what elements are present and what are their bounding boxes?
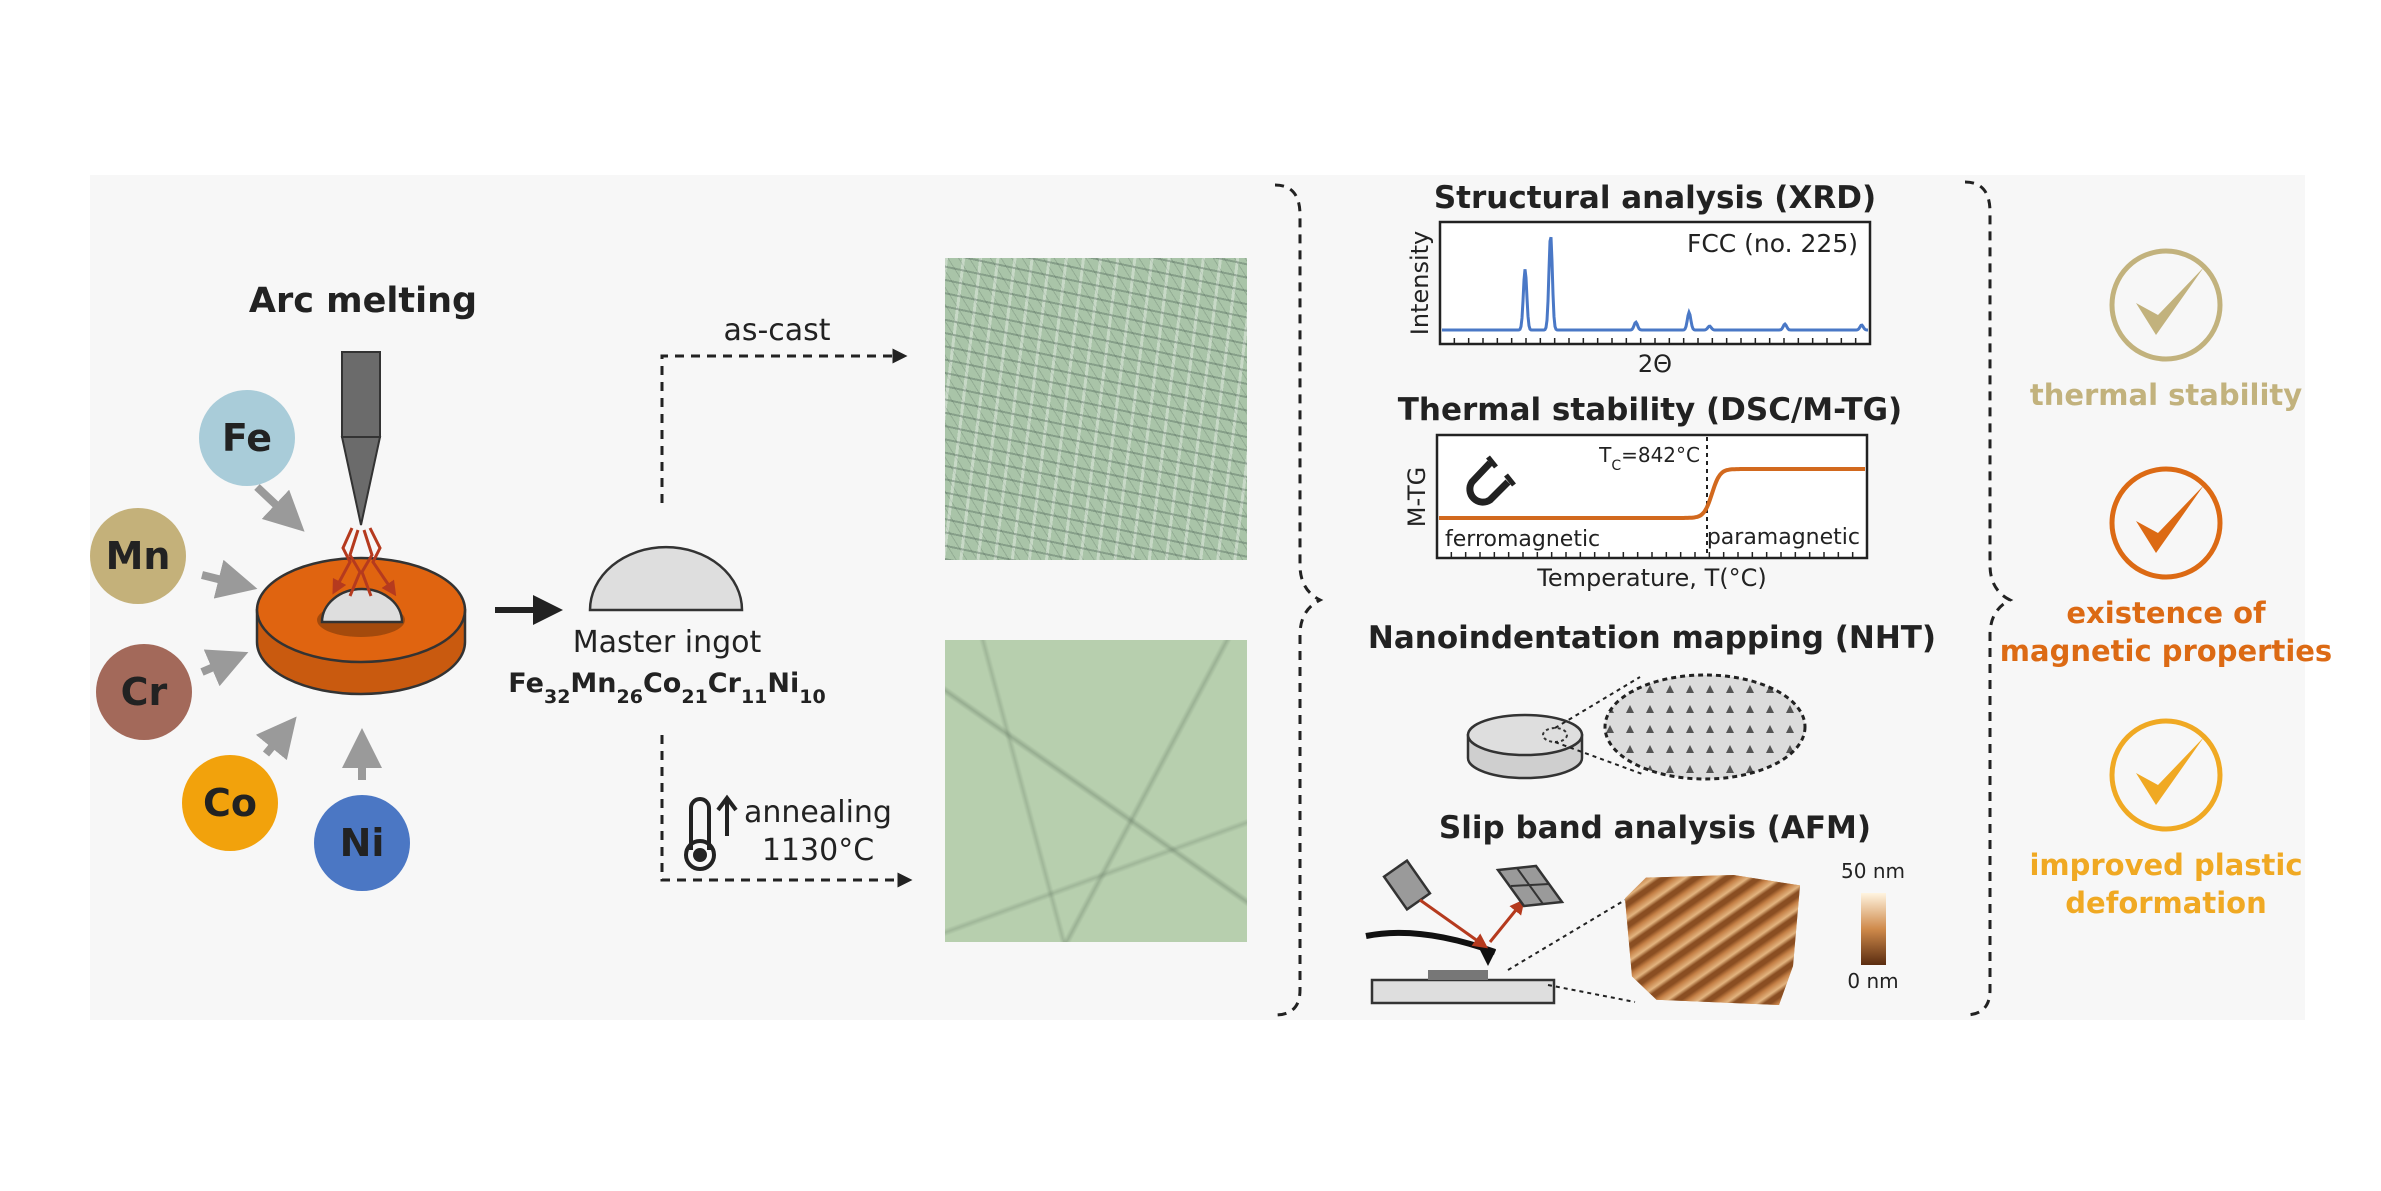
master-ingot-icon xyxy=(588,545,744,612)
master-ingot-label: Master ingot xyxy=(573,625,762,660)
element-fe: Fe xyxy=(199,390,295,486)
nht-sample-disc-icon xyxy=(1466,713,1584,780)
xrd-title: Structural analysis (XRD) xyxy=(1434,180,1876,216)
thermal-y-label: M-TG xyxy=(1403,467,1431,527)
element-circle xyxy=(90,508,186,604)
element-circle xyxy=(182,755,278,851)
magnet-icon xyxy=(1466,455,1516,506)
xrd-x-label: 2Θ xyxy=(1638,350,1672,378)
xrd-y-label: Intensity xyxy=(1406,231,1434,335)
element-circle xyxy=(314,795,410,891)
outcome-1: thermal stability xyxy=(2030,248,2302,412)
element-ni: Ni xyxy=(314,795,410,891)
xrd-axis-ticks xyxy=(1453,338,1857,344)
thermal-axis-ticks xyxy=(1450,552,1854,558)
thermal-x-label: Temperature, T(°C) xyxy=(1536,564,1766,592)
annealing-temperature: 1130°C xyxy=(762,833,874,868)
thermal-mtg-line xyxy=(1439,467,1865,520)
element-symbol: Ni xyxy=(340,821,385,865)
outcome-3: improved plastic deformation xyxy=(2029,718,2303,920)
micrograph-as-cast xyxy=(945,258,1247,560)
xrd-plot-frame xyxy=(1438,220,1872,346)
paramagnetic-label: paramagnetic xyxy=(1707,525,1860,550)
outcomes-column: thermal stability existence of magnetic pr… xyxy=(2000,248,2332,920)
outcome-2: existence of magnetic properties xyxy=(2000,466,2332,668)
element-circle xyxy=(96,644,192,740)
thermal-title: Thermal stability (DSC/M-TG) xyxy=(1398,392,1902,428)
outcome-circle xyxy=(2109,248,2223,362)
afm-topography-image xyxy=(1625,875,1800,1005)
element-symbol: Mn xyxy=(106,534,171,578)
outcome-label: thermal stability xyxy=(2030,378,2302,412)
micrograph-annealed xyxy=(945,640,1247,942)
element-feed-arrows xyxy=(200,484,382,780)
element-symbol: Cr xyxy=(121,670,168,714)
element-circle xyxy=(199,390,295,486)
element-symbol: Co xyxy=(203,781,257,825)
element-mn: Mn xyxy=(90,508,186,604)
outcome-label: improved plastic xyxy=(2029,848,2302,882)
afm-scale-min: 0 nm xyxy=(1847,969,1898,993)
annealing-label: annealing xyxy=(744,795,892,830)
xrd-pattern-line xyxy=(1442,236,1868,332)
thermal-plot-frame xyxy=(1435,433,1869,560)
outcome-circle xyxy=(2109,718,2223,832)
element-symbol: Fe xyxy=(222,416,272,460)
afm-setup-icon xyxy=(1365,858,1636,1005)
nht-title: Nanoindentation mapping (NHT) xyxy=(1368,620,1936,656)
outcome-label: existence of xyxy=(2066,596,2266,630)
afm-scale-max: 50 nm xyxy=(1841,859,1905,883)
thermometer-up-icon xyxy=(684,794,738,871)
afm-height-scale-bar xyxy=(1861,893,1886,965)
nht-indent-map-icon xyxy=(1554,673,1807,781)
outcome-label: magnetic properties xyxy=(2000,634,2332,668)
arc-melting-title: Arc melting xyxy=(249,281,477,321)
left-brace xyxy=(1274,183,1324,1017)
right-brace xyxy=(1964,180,2014,1017)
element-co: Co xyxy=(182,755,278,851)
processing-route-lines xyxy=(660,348,913,888)
outcome-label: deformation xyxy=(2065,886,2266,920)
element-cr: Cr xyxy=(96,644,192,740)
outcome-circle xyxy=(2109,466,2223,580)
checkmark-icon xyxy=(2136,737,2204,805)
crucible-icon xyxy=(255,556,467,696)
as-cast-label: as-cast xyxy=(723,313,830,348)
curie-temperature-label: TC=842°C xyxy=(1598,443,1700,474)
ferromagnetic-label: ferromagnetic xyxy=(1445,527,1600,552)
checkmark-icon xyxy=(2136,485,2204,553)
xrd-phase-label: FCC (no. 225) xyxy=(1687,229,1858,258)
electrode-icon xyxy=(340,351,382,526)
afm-title: Slip band analysis (AFM) xyxy=(1439,810,1871,846)
arc-sparks-icon xyxy=(332,527,397,597)
checkmark-icon xyxy=(2136,267,2204,335)
alloy-formula: Fe32Mn26Co21Cr11Ni10 xyxy=(508,668,825,708)
